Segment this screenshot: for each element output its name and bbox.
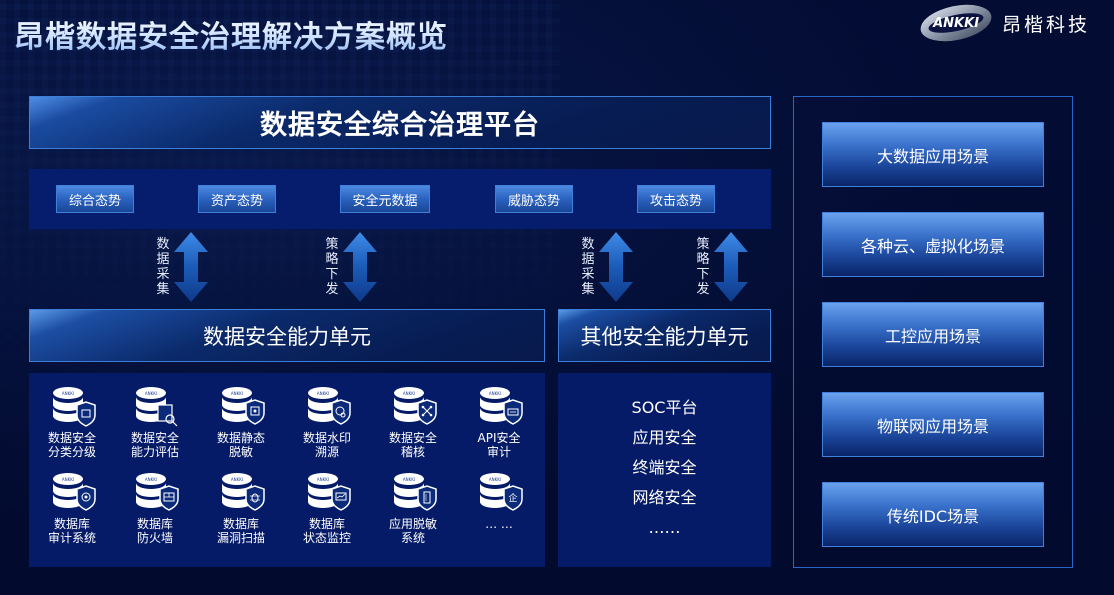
double-arrow-icon	[343, 232, 377, 302]
svg-text:ANKKI: ANKKI	[62, 477, 74, 482]
platform-modules-strip: 综合态势 资产态势 安全元数据 威胁态势 攻击态势	[29, 169, 771, 229]
database-more-shield-icon: ANKKI 企	[480, 473, 523, 511]
ankki-logo-icon: ANKKI	[917, 0, 995, 48]
database-audit-network-shield-icon: ANKKI	[394, 387, 437, 425]
capability-audit[interactable]: ANKKI 数据安全 稽核	[373, 385, 453, 459]
other-item-soc[interactable]: SOC平台	[631, 398, 698, 417]
logo-company-name: 昂楷科技	[1002, 13, 1091, 36]
module-chip-overall-situation[interactable]: 综合态势	[56, 185, 134, 213]
database-firewall-shield-icon: ANKKI	[136, 473, 179, 511]
svg-text:ANKKI: ANKKI	[62, 391, 74, 396]
flow-data-collection-left: 数据采集	[156, 232, 208, 302]
module-chip-threat-situation[interactable]: 威胁态势	[495, 185, 573, 213]
capability-label: 数据安全 分类分级	[47, 431, 96, 459]
capability-db-monitor[interactable]: ANKKI 数据库 状态监控	[287, 471, 367, 545]
flow-policy-dispatch-left: 策略下发	[325, 232, 377, 302]
database-app-masking-shield-icon: ANKKI	[394, 473, 437, 511]
svg-text:ANKKI: ANKKI	[231, 391, 243, 396]
scenario-big-data[interactable]: 大数据应用场景	[822, 122, 1044, 187]
svg-text:企: 企	[508, 492, 517, 504]
scenario-traditional-idc[interactable]: 传统IDC场景	[822, 482, 1044, 547]
database-assessment-icon: ANKKI	[136, 387, 178, 427]
company-logo: ANKKI 昂楷科技	[917, 0, 1091, 48]
data-security-unit-header: 数据安全能力单元	[29, 309, 545, 362]
database-audit-target-shield-icon: ANKKI	[53, 473, 96, 511]
svg-text:ANKKI: ANKKI	[489, 477, 501, 482]
capability-label: … …	[485, 517, 513, 531]
svg-text:ANKKI: ANKKI	[145, 391, 157, 396]
flow-policy-dispatch-right: 策略下发	[696, 232, 748, 302]
scenarios-panel: 大数据应用场景 各种云、虚拟化场景 工控应用场景 物联网应用场景 传统IDC场景	[793, 96, 1073, 568]
other-security-unit-header: 其他安全能力单元	[558, 309, 771, 362]
capability-db-vuln-scan[interactable]: ANKKI 数据库 漏洞扫描	[201, 471, 281, 545]
capability-label: 数据静态 脱敏	[216, 431, 265, 459]
flow-label: 数据采集	[581, 237, 595, 297]
capability-label: 数据库 防火墙	[136, 517, 173, 545]
svg-text:ANKKI: ANKKI	[489, 391, 501, 396]
other-capabilities-list: SOC平台 应用安全 终端安全 网络安全 ……	[558, 393, 771, 543]
double-arrow-icon	[174, 232, 208, 302]
capability-label: 数据库 漏洞扫描	[216, 517, 265, 545]
capability-label: 数据库 审计系统	[47, 517, 96, 545]
flow-label: 数据采集	[156, 237, 170, 297]
platform-title: 数据安全综合治理平台	[260, 110, 540, 141]
database-masking-shield-icon: ANKKI	[222, 387, 265, 425]
svg-text:ANKKI: ANKKI	[403, 477, 415, 482]
capability-static-masking[interactable]: ANKKI 数据静态 脱敏	[201, 385, 281, 459]
scenario-cloud-virtualization[interactable]: 各种云、虚拟化场景	[822, 212, 1044, 277]
capability-label: 数据库 状态监控	[302, 517, 351, 545]
data-security-capabilities-panel: ANKKI 数据安全 分类分级 ANKKI 数据安全 能力评估 ANKKI 数据…	[29, 373, 545, 567]
database-api-shield-icon: ANKKI	[480, 387, 523, 425]
capability-label: 数据水印 溯源	[302, 431, 351, 459]
logo-mark-text: ANKKI	[933, 15, 979, 31]
capability-more[interactable]: ANKKI 企 … …	[459, 471, 539, 531]
module-chip-attack-situation[interactable]: 攻击态势	[637, 185, 715, 213]
scenario-industrial-control[interactable]: 工控应用场景	[822, 302, 1044, 367]
other-item-more: ……	[648, 518, 681, 537]
flow-label: 策略下发	[325, 237, 339, 297]
page-title: 昂楷数据安全治理解决方案概览	[14, 12, 448, 56]
capability-label: API安全 审计	[477, 431, 521, 459]
flow-data-collection-right: 数据采集	[581, 232, 633, 302]
module-chip-asset-situation[interactable]: 资产态势	[198, 185, 276, 213]
capability-label: 数据安全 能力评估	[130, 431, 179, 459]
capability-label: 应用脱敏 系统	[388, 517, 437, 545]
capability-db-firewall[interactable]: ANKKI 数据库 防火墙	[115, 471, 195, 545]
database-watermark-shield-icon: ANKKI	[308, 387, 351, 425]
capability-watermark[interactable]: ANKKI 数据水印 溯源	[287, 385, 367, 459]
svg-text:ANKKI: ANKKI	[403, 391, 415, 396]
svg-text:ANKKI: ANKKI	[145, 477, 157, 482]
capability-label: 数据安全 稽核	[388, 431, 437, 459]
scenario-iot[interactable]: 物联网应用场景	[822, 392, 1044, 457]
capability-assessment[interactable]: ANKKI 数据安全 能力评估	[115, 385, 195, 459]
module-chip-security-metadata[interactable]: 安全元数据	[340, 185, 430, 213]
capability-api-audit[interactable]: ANKKI API安全 审计	[459, 385, 539, 459]
database-bug-scan-shield-icon: ANKKI	[222, 473, 265, 511]
database-monitor-shield-icon: ANKKI	[308, 473, 351, 511]
capability-db-audit[interactable]: ANKKI 数据库 审计系统	[32, 471, 112, 545]
other-item-app-security[interactable]: 应用安全	[632, 428, 697, 447]
platform-banner: 数据安全综合治理平台	[29, 96, 771, 149]
double-arrow-icon	[714, 232, 748, 302]
svg-text:ANKKI: ANKKI	[317, 477, 329, 482]
svg-text:ANKKI: ANKKI	[231, 477, 243, 482]
flow-label: 策略下发	[696, 237, 710, 297]
capability-app-masking[interactable]: ANKKI 应用脱敏 系统	[373, 471, 453, 545]
other-item-network-security[interactable]: 网络安全	[632, 488, 697, 507]
database-folder-shield-icon: ANKKI	[53, 387, 96, 427]
svg-text:ANKKI: ANKKI	[317, 391, 329, 396]
double-arrow-icon	[599, 232, 633, 302]
other-item-endpoint-security[interactable]: 终端安全	[632, 458, 697, 477]
capability-classification[interactable]: ANKKI 数据安全 分类分级	[32, 385, 112, 459]
other-security-capabilities-panel: SOC平台 应用安全 终端安全 网络安全 ……	[558, 373, 771, 567]
